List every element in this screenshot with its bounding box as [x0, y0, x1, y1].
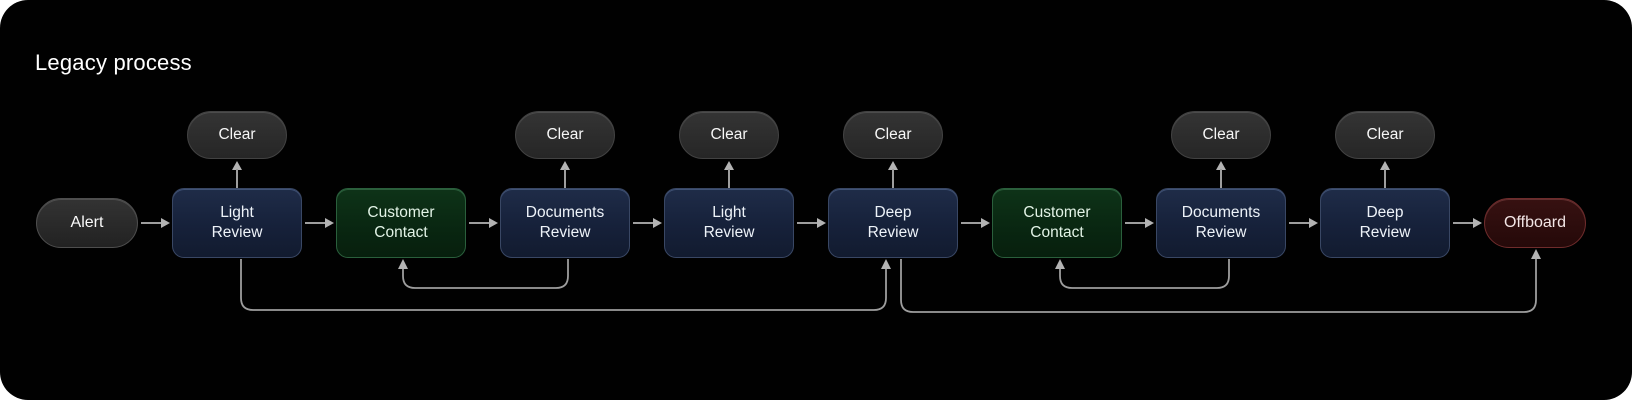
- forward-arrow-icon: [1450, 216, 1484, 230]
- forward-arrow-icon: [138, 216, 172, 230]
- up-arrow-icon: [231, 159, 243, 188]
- node-label-line: Review: [867, 224, 919, 241]
- clear-pill: Clear: [843, 111, 943, 159]
- forward-arrow-icon: [1122, 216, 1156, 230]
- node-label-line: Review: [703, 224, 755, 241]
- clear-outcome-light-review-2: Clear: [679, 111, 779, 188]
- node-label: Alert: [70, 214, 104, 231]
- forward-arrow-icon: [794, 216, 828, 230]
- up-arrow-icon: [887, 159, 899, 188]
- node-label-line: Review: [1359, 224, 1411, 241]
- node-label-line: Review: [211, 224, 263, 241]
- clear-outcome-deep-review-1: Clear: [843, 111, 943, 188]
- node-label-line: Documents: [525, 203, 605, 221]
- node-offboard: Offboard: [1484, 198, 1586, 248]
- node-label-line: Light: [220, 203, 254, 221]
- node-label-line: Light: [712, 203, 746, 221]
- node-label-line: Customer: [1023, 203, 1091, 221]
- node-alert: Alert: [36, 198, 138, 248]
- clear-pill: Clear: [1335, 111, 1435, 159]
- feedback-edge-light-review-1-to-deep-review-1: [240, 259, 887, 311]
- feedback-edge-deep-review-1-to-offboard: [900, 258, 1537, 313]
- node-label: Offboard: [1504, 214, 1566, 231]
- forward-arrow-icon: [958, 216, 992, 230]
- up-arrow-icon: [559, 159, 571, 188]
- clear-pill: Clear: [515, 111, 615, 159]
- node-label-line: Deep: [1366, 203, 1404, 221]
- node-label-line: Contact: [374, 224, 428, 241]
- feedback-arrowhead-icon: [1055, 259, 1065, 269]
- clear-pill: Clear: [1171, 111, 1271, 159]
- up-arrow-icon: [1379, 159, 1391, 188]
- diagram-title: Legacy process: [35, 50, 192, 75]
- feedback-arrowhead-icon: [398, 259, 408, 269]
- up-arrow-icon: [723, 159, 735, 188]
- clear-pill: Clear: [187, 111, 287, 159]
- forward-arrow-icon: [630, 216, 664, 230]
- node-label-line: Documents: [1181, 203, 1261, 221]
- node-label-line: Deep: [874, 203, 912, 221]
- node-label-line: Review: [1195, 224, 1247, 241]
- feedback-edge-documents-review-1-to-customer-contact-1: [402, 259, 569, 289]
- node-label-line: Contact: [1030, 224, 1084, 241]
- clear-pill: Clear: [679, 111, 779, 159]
- node-label-line: Review: [539, 224, 591, 241]
- clear-outcome-deep-review-2: Clear: [1335, 111, 1435, 188]
- forward-arrow-icon: [466, 216, 500, 230]
- clear-outcome-documents-review-1: Clear: [515, 111, 615, 188]
- node-label-line: Customer: [367, 203, 435, 221]
- up-arrow-icon: [1215, 159, 1227, 188]
- forward-arrow-icon: [1286, 216, 1320, 230]
- clear-outcome-light-review-1: Clear: [187, 111, 287, 188]
- feedback-edge-documents-review-2-to-customer-contact-2: [1059, 259, 1230, 289]
- forward-arrow-icon: [302, 216, 336, 230]
- clear-outcome-documents-review-2: Clear: [1171, 111, 1271, 188]
- feedback-arrowhead-icon: [881, 259, 891, 269]
